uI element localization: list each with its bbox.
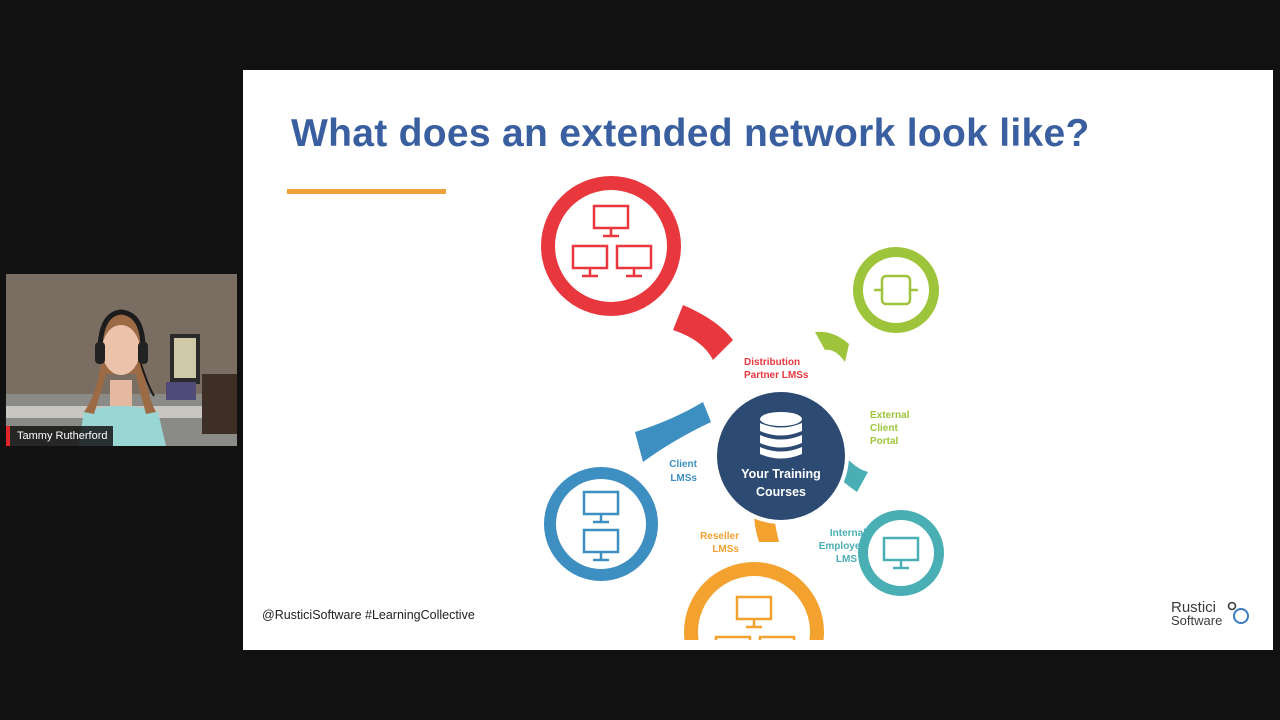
label-internal-line2: Employee — [819, 541, 867, 552]
center-label-line1: Your Training — [741, 467, 821, 481]
logo-text-line1: Rustici — [1171, 599, 1217, 616]
node-external — [853, 247, 939, 333]
portal-icon — [874, 274, 918, 306]
label-reseller-line2: LMSs — [712, 544, 739, 555]
label-internal-line3: LMS — [836, 554, 857, 565]
database-icon — [760, 412, 802, 459]
title-underline — [287, 189, 446, 194]
two-monitors-icon — [582, 490, 620, 562]
participant-video-tile[interactable]: Tammy Rutherford — [6, 274, 237, 446]
node-internal — [858, 510, 944, 596]
node-reseller — [684, 562, 824, 640]
slide-title: What does an extended network look like? — [291, 112, 1090, 155]
label-distribution-line2: Partner LMSs — [744, 370, 809, 381]
monitor-icon — [882, 536, 920, 570]
connector-external — [815, 331, 849, 362]
label-external-line2: Client — [870, 423, 898, 434]
label-external-line3: Portal — [870, 436, 899, 447]
connector-distribution — [673, 305, 733, 360]
label-internal-line1: Internal — [830, 528, 866, 539]
network-three-monitors-icon — [571, 204, 653, 278]
label-external-line1: External — [870, 410, 910, 421]
network-three-monitors-icon — [714, 595, 796, 640]
logo-text-line2: Software — [1171, 613, 1223, 628]
center-label-line2: Courses — [756, 485, 806, 499]
center-hub: Your Training Courses — [713, 388, 849, 524]
rustici-software-logo: Rustici Software — [1165, 598, 1255, 632]
participant-name-label: Tammy Rutherford — [6, 426, 114, 446]
presentation-slide: What does an extended network look like? — [243, 70, 1273, 650]
label-distribution-line1: Distribution — [744, 357, 800, 368]
logo-gear-icon — [1227, 601, 1249, 624]
label-reseller-line1: Reseller — [700, 531, 739, 542]
label-client-line1: Client — [669, 459, 697, 470]
node-client — [544, 467, 658, 581]
node-distribution — [541, 176, 681, 316]
footer-social-handle: @RusticiSoftware #LearningCollective — [262, 608, 475, 622]
network-diagram: Your Training Courses Distribution Partn… — [541, 176, 944, 640]
participant-video-feed — [6, 274, 237, 446]
connector-client — [635, 402, 711, 462]
label-client-line2: LMSs — [670, 473, 697, 484]
